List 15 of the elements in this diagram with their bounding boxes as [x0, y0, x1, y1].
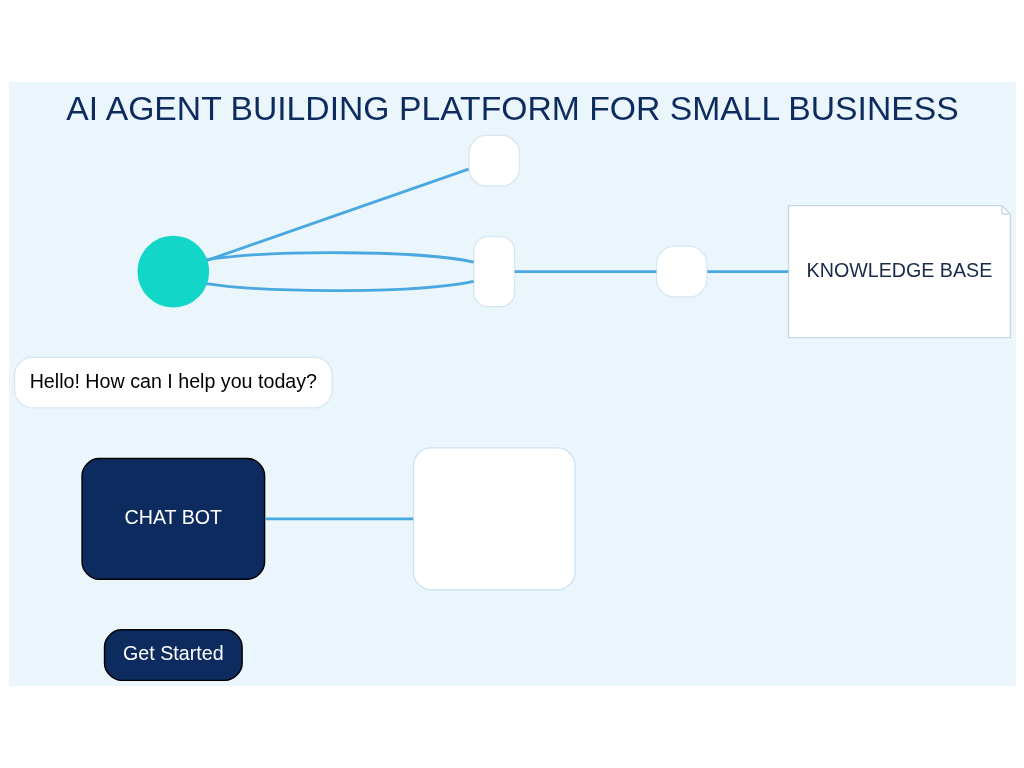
connector	[706, 270, 788, 274]
connector	[205, 251, 474, 264]
node-box	[655, 245, 708, 298]
node-box	[412, 447, 576, 591]
node-box	[472, 235, 515, 308]
connector	[205, 279, 474, 292]
node-box	[467, 134, 520, 187]
connector	[206, 167, 469, 262]
node-box: CHAT BOT	[80, 457, 265, 580]
node-box: Get Started	[103, 629, 243, 682]
node-circle	[137, 235, 209, 308]
connector	[514, 270, 656, 274]
connector	[264, 517, 413, 521]
diagram-title: AI AGENT BUILDING PLATFORM FOR SMALL BUSINESS	[65, 89, 959, 128]
node-box: Hello! How can I help you today?	[13, 356, 333, 409]
